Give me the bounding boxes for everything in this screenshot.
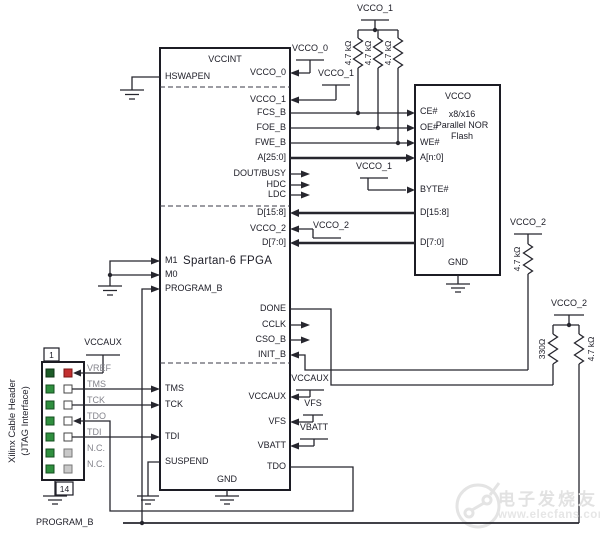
fpga-right-pin-label: HDC — [266, 179, 287, 189]
fpga-right-pin-label: CSO_B — [255, 334, 286, 344]
fpga-right-pin-label: TDO — [267, 461, 286, 471]
bus-wires — [290, 156, 415, 245]
watermark-site-name: 电子发烧友 — [498, 490, 598, 509]
jtag-signal-label: TDI — [87, 427, 102, 437]
flash-pin-label: BYTE# — [420, 184, 449, 194]
fpga-right-pin-label: DONE — [259, 303, 286, 313]
jtag-header-title: Xilinx Cable Header (JTAG Interface) — [7, 379, 33, 463]
watermark-site-url: www.elecfans.com — [498, 509, 600, 521]
fpga-right-pin-label: VCCO_0 — [249, 67, 286, 77]
jtag-signal-label: N.C. — [87, 459, 105, 469]
junction-dots — [107, 27, 572, 526]
fpga-right-pin-label: VCCO_2 — [249, 223, 286, 233]
fpga-right-pin-label: VBATT — [257, 440, 286, 450]
supply-label-vcco0: VCCO_0 — [291, 43, 329, 53]
flash-power-label: VCCO — [444, 91, 472, 101]
jtag-signal-label: TCK — [87, 395, 105, 405]
jtag-pin1-label: 1 — [49, 350, 54, 360]
supply-label-vbatt: VBATT — [299, 422, 329, 432]
fpga-left-pin-label: TCK — [165, 399, 183, 409]
fpga-left-pin-label: HSWAPEN — [165, 71, 211, 81]
fpga-right-pin-label: INIT_B — [257, 349, 286, 359]
jtag-signal-label: TMS — [87, 379, 106, 389]
program-b-net-label: PROGRAM_B — [36, 517, 94, 527]
pin14-marker-box — [55, 481, 74, 496]
supply-label-vccaux: VCCAUX — [291, 373, 329, 383]
arrowheads — [73, 69, 415, 450]
resistor-value-label: 4.7 kΩ — [382, 40, 393, 66]
wires — [43, 19, 584, 523]
jtag-signal-label: VREF — [87, 363, 112, 373]
fpga-right-pin-label: VCCO_1 — [249, 94, 286, 104]
fpga-right-pin-label: D[15:8] — [256, 207, 286, 217]
supply-label-vcco2: VCCO_2 — [313, 220, 350, 230]
fpga-outline — [159, 47, 291, 491]
supply-label-vcco2-done: VCCO_2 — [550, 298, 588, 308]
fpga-left-pin-label: M0 — [165, 269, 178, 279]
resistor-value-label: 4.7 kΩ — [342, 40, 353, 66]
supply-label-vcco1-byte: VCCO_1 — [355, 161, 393, 171]
fpga-power-label: VCCINT — [208, 54, 242, 64]
jtag-signal-label: N.C. — [87, 443, 105, 453]
fpga-left-pin-label: TMS — [165, 383, 184, 393]
flash-pin-label: OE# — [420, 122, 439, 132]
fpga-right-pin-label: CCLK — [261, 319, 286, 329]
fpga-name: Spartan-6 FPGA — [183, 255, 273, 267]
jtag-header-pins — [45, 368, 73, 474]
jtag-signal-label: TDO — [87, 411, 106, 421]
jtag-header-title-line1: Xilinx Cable Header — [7, 379, 19, 463]
fpga-left-pin-label: PROGRAM_B — [165, 283, 223, 293]
flash-name-line: Flash — [450, 131, 474, 141]
supply-label-vcco2-init: VCCO_2 — [509, 217, 547, 227]
fpga-right-pin-label: VCCAUX — [248, 391, 286, 401]
flash-gnd-label: GND — [448, 257, 468, 267]
fpga-right-pin-label: FCS_B — [256, 107, 286, 117]
fpga-left-pin-label: M1 — [165, 255, 178, 265]
fpga-left-pin-label: TDI — [165, 431, 180, 441]
pin1-marker-box — [43, 347, 60, 362]
resistors — [352, 37, 585, 365]
fpga-right-pin-label: VFS — [268, 416, 286, 426]
fpga-right-pin-label: FWE_B — [254, 137, 286, 147]
jtag-pin14-label: 14 — [59, 484, 70, 494]
flash-outline — [414, 84, 501, 276]
fpga-right-pin-label: DOUT/BUSY — [233, 168, 286, 178]
fpga-left-pin-label: SUSPEND — [165, 456, 209, 466]
fpga-gnd-label: GND — [217, 474, 237, 484]
jtag-header-title-line2: (JTAG Interface) — [20, 386, 31, 456]
supply-label-vcco1-pullups: VCCO_1 — [356, 3, 394, 13]
flash-pin-label: CE# — [420, 106, 438, 116]
flash-name-line: Parallel NOR — [435, 120, 489, 130]
flash-pin-label: WE# — [420, 137, 440, 147]
fpga-right-pin-label: LDC — [267, 189, 286, 199]
fpga-right-pin-label: D[7:0] — [261, 237, 286, 247]
resistor-value-label: 4.7 kΩ — [362, 40, 373, 66]
flash-pin-label: A[n:0] — [420, 152, 444, 162]
fpga-bank-separators — [160, 86, 290, 364]
resistor-value-label: 330Ω — [536, 338, 547, 360]
fpga-right-pin-label: FOE_B — [256, 122, 286, 132]
jtag-vccaux-supply-label: VCCAUX — [84, 337, 122, 347]
supply-label-vfs: VFS — [304, 398, 322, 408]
supply-label-vcco1: VCCO_1 — [317, 68, 355, 78]
flash-name-line: x8/x16 — [448, 109, 476, 119]
flash-pin-label: D[7:0] — [420, 237, 445, 247]
elecfans-watermark-logo-icon — [455, 482, 501, 529]
resistor-value-label: 4.7 kΩ — [511, 246, 522, 272]
flash-pin-label: D[15:8] — [420, 207, 450, 217]
fpga-right-pin-label: A[25:0] — [257, 152, 286, 162]
resistor-value-label: 4.7 kΩ — [585, 336, 596, 362]
